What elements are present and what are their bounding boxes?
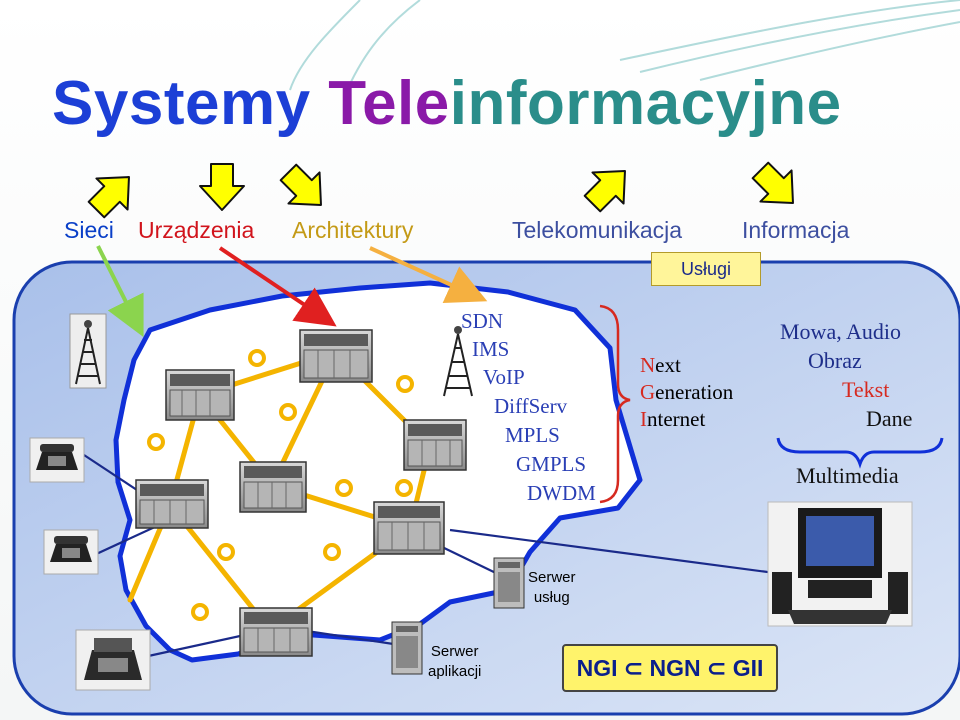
fax-icon	[75, 629, 151, 691]
network-switch-icon	[135, 479, 209, 529]
decorative-swoosh	[289, 0, 960, 96]
server-services-label: Serwer usług	[528, 569, 576, 606]
network-switch-icon	[239, 607, 313, 657]
tech-ims: IMS	[472, 337, 510, 361]
media-brace	[776, 437, 944, 469]
media-mowa-audio: Mowa, Audio	[780, 319, 901, 344]
antenna-tower-icon	[443, 326, 473, 397]
category-sieci: Sieci	[64, 217, 114, 243]
ngi-line-next: Next	[640, 353, 681, 377]
technology-brace	[599, 304, 631, 504]
title-part-informacyjne: informacyjne	[449, 69, 842, 138]
category-telekomunikacja: Telekomunikacja	[512, 217, 683, 243]
title-part-tele: Tele	[328, 69, 450, 138]
tech-dwdm: DWDM	[527, 481, 596, 505]
ngi-label: Next Generation Internet	[640, 352, 733, 433]
category-architektury: Architektury	[292, 217, 414, 243]
yellow-arrow-icon	[87, 161, 794, 219]
computer-icon	[767, 501, 913, 627]
media-obraz: Obraz	[808, 348, 862, 373]
server-apps-label: Serwer aplikacji	[428, 643, 482, 680]
network-switch-icon	[403, 419, 467, 471]
antenna-tower-icon	[69, 313, 107, 389]
telephone-icon	[29, 437, 85, 483]
telephone-icon	[43, 529, 99, 575]
network-switch-icon	[373, 501, 445, 555]
network-switch-icon	[165, 369, 235, 421]
tech-voip: VoIP	[483, 365, 525, 389]
tech-sdn: SDN	[461, 309, 504, 333]
page-title: Systemy Teleinformacyjne	[52, 68, 842, 139]
category-urzadzenia: Urządzenia	[138, 217, 255, 243]
uslugi-label: Usługi	[651, 252, 761, 286]
multimedia-label: Multimedia	[796, 463, 899, 488]
media-tekst: Tekst	[842, 377, 890, 402]
urzadzenia-pointer-arrow	[218, 246, 337, 327]
sieci-pointer-arrow	[96, 245, 144, 338]
tech-mpls: MPLS	[505, 423, 560, 447]
media-dane: Dane	[866, 406, 913, 431]
network-switch-icon	[299, 329, 373, 383]
ngi-line-generation: Generation	[640, 380, 734, 404]
server-tower-icon	[391, 621, 423, 675]
formula-label: NGI ⊂ NGN ⊂ GII	[562, 644, 778, 692]
network-switch-icon	[239, 461, 307, 513]
tech-diffserv: DiffServ	[494, 394, 568, 418]
ngi-line-internet: Internet	[640, 407, 706, 431]
architektury-pointer-arrow	[369, 246, 488, 303]
title-part-systemy: Systemy	[52, 69, 311, 138]
category-informacja: Informacja	[742, 217, 850, 243]
tech-gmpls: GMPLS	[516, 452, 587, 476]
server-tower-icon	[493, 557, 525, 609]
link-nodes	[147, 349, 414, 621]
